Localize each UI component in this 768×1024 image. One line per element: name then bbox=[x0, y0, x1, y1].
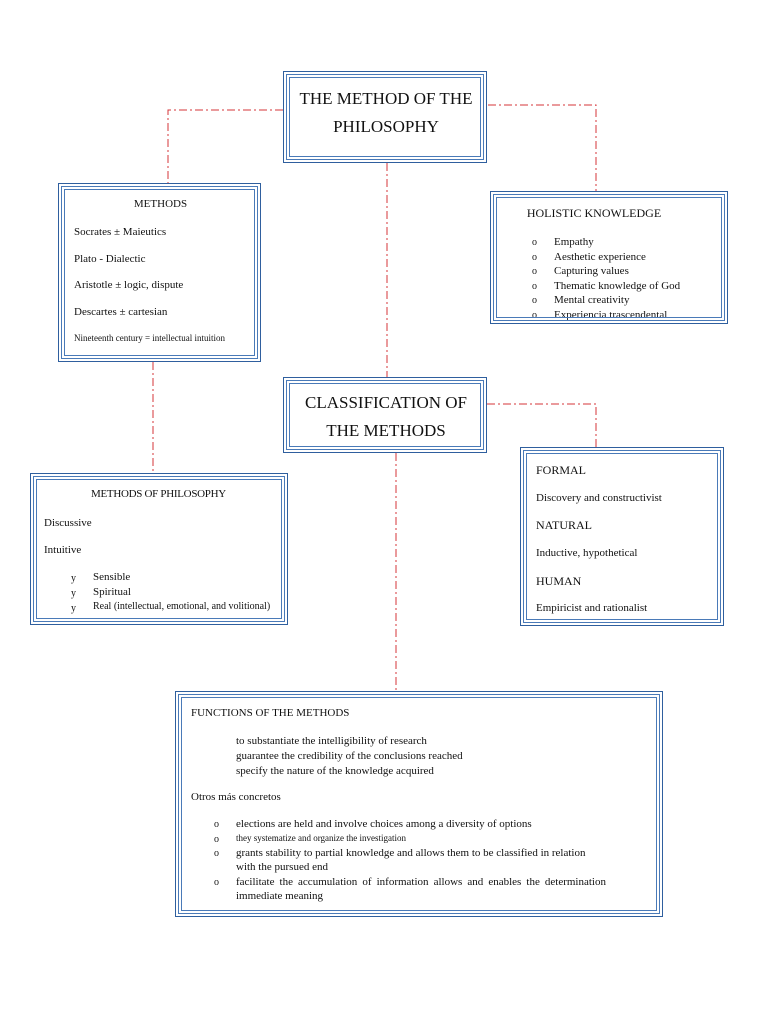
philosophy-methods-box: METHODS OF PHILOSOPHY Discussive Intuiti… bbox=[30, 473, 288, 625]
specific-item-line: with the pursued end bbox=[236, 861, 328, 873]
philosophy-methods-heading: METHODS OF PHILOSOPHY bbox=[91, 488, 226, 500]
bullet-o: o bbox=[532, 237, 537, 248]
main-title-line2: PHILOSOPHY bbox=[333, 117, 439, 136]
specific-item-line: grants stability to partial knowledge an… bbox=[236, 847, 586, 859]
function-item: to substantiate the intelligibility of r… bbox=[236, 735, 427, 747]
bullet-o: o bbox=[214, 819, 219, 830]
specific-item-line: elections are held and involve choices a… bbox=[236, 818, 532, 830]
methods-item: Nineteenth century = intellectual intuit… bbox=[74, 333, 226, 343]
bullet-y: y bbox=[71, 603, 76, 614]
holistic-item: Capturing values bbox=[554, 265, 629, 277]
philosophy-subitem: Sensible bbox=[93, 571, 131, 583]
function-item: guarantee the credibility of the conclus… bbox=[236, 750, 463, 762]
type-label-human: HUMAN bbox=[536, 574, 582, 588]
methods-item: Plato - Dialectic bbox=[74, 253, 146, 265]
methods-heading: METHODS bbox=[133, 198, 188, 210]
main-title-box: THE METHOD OF THE PHILOSOPHY bbox=[283, 71, 487, 163]
function-item: specify the nature of the knowledge acqu… bbox=[236, 765, 434, 777]
method-types-box: FORMAL Discovery and constructivist NATU… bbox=[520, 447, 724, 626]
philosophy-subitem: Real (intellectual, emotional, and volit… bbox=[93, 601, 271, 612]
philosophy-subitem: Spiritual bbox=[93, 586, 131, 598]
methods-item: Socrates ± Maieutics bbox=[74, 226, 167, 238]
bullet-o: o bbox=[532, 309, 537, 321]
type-label-formal: FORMAL bbox=[536, 463, 587, 477]
holistic-heading: HOLISTIC KNOWLEDGE bbox=[526, 206, 662, 220]
specific-item-line: immediate meaning bbox=[236, 890, 324, 902]
connector-title-to-holistic bbox=[488, 104, 597, 191]
philosophy-methods-item: Discussive bbox=[44, 517, 92, 529]
functions-box: FUNCTIONS OF THE METHODS to substantiate… bbox=[175, 691, 663, 917]
bullet-o: o bbox=[214, 848, 219, 859]
functions-heading: FUNCTIONS OF THE METHODS bbox=[191, 707, 350, 719]
bullet-y: y bbox=[71, 573, 76, 584]
bullet-o: o bbox=[214, 877, 219, 888]
classification-title-line2: THE METHODS bbox=[326, 421, 446, 440]
philosophy-methods-item: Intuitive bbox=[44, 544, 82, 556]
classification-title-line1: CLASSIFICATION OF bbox=[305, 393, 467, 412]
classification-title-box: CLASSIFICATION OF THE METHODS bbox=[283, 377, 487, 453]
holistic-item: Empathy bbox=[554, 236, 594, 248]
specific-item-line: they systematize and organize the invest… bbox=[236, 833, 407, 843]
methods-box: METHODS Socrates ± Maieutics Plato - Dia… bbox=[58, 183, 261, 362]
bullet-o: o bbox=[532, 266, 537, 277]
connector-title-to-methods bbox=[167, 109, 283, 183]
bullet-y: y bbox=[71, 588, 76, 599]
specific-item-line: facilitate the accumulation of informati… bbox=[236, 876, 606, 888]
methods-item: Descartes ± cartesian bbox=[74, 306, 168, 318]
holistic-item: Aesthetic experience bbox=[554, 250, 646, 263]
holistic-item: Thematic knowledge of God bbox=[554, 279, 681, 292]
connector-classification-to-types bbox=[487, 403, 597, 447]
type-desc-human: Empiricist and rationalist bbox=[536, 602, 648, 614]
bullet-o: o bbox=[214, 834, 219, 845]
bullet-o: o bbox=[532, 251, 537, 263]
functions-subheading: Otros más concretos bbox=[191, 791, 281, 803]
type-desc-natural: Inductive, hypothetical bbox=[536, 547, 638, 559]
bullet-o: o bbox=[532, 280, 537, 292]
holistic-item: Experiencia trascendental bbox=[554, 308, 668, 321]
bullet-o: o bbox=[532, 295, 537, 306]
type-desc-formal: Discovery and constructivist bbox=[536, 492, 662, 504]
type-label-natural: NATURAL bbox=[536, 518, 592, 532]
main-title-line1: THE METHOD OF THE bbox=[299, 89, 473, 108]
holistic-item: Mental creativity bbox=[554, 294, 630, 306]
methods-item: Aristotle ± logic, dispute bbox=[74, 279, 184, 291]
